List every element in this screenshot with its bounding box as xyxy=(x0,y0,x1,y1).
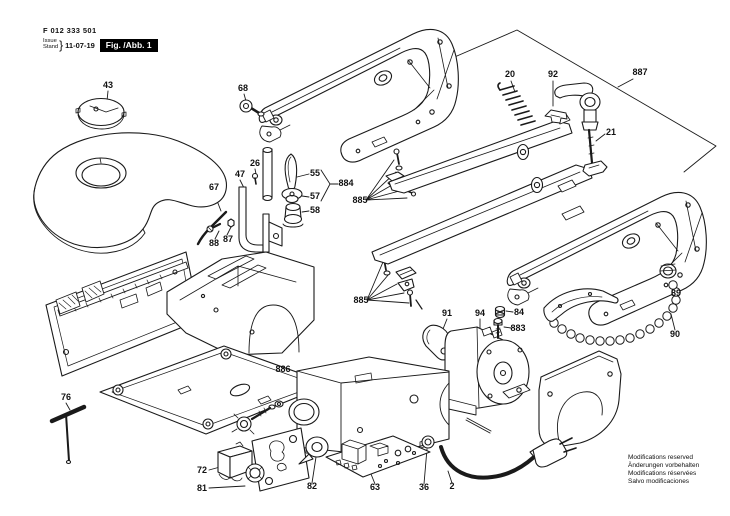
side-panel-illustration xyxy=(45,251,201,377)
title-block: F 012 333 501 Issue Stand } 11-07-19 Fig… xyxy=(43,26,158,52)
knob-bolt-886-illustration xyxy=(231,400,284,435)
assembly-887-leader xyxy=(442,29,717,173)
part-label-26: 26 xyxy=(250,158,260,168)
table-insert-illustration xyxy=(75,97,127,130)
part-label-63: 63 xyxy=(370,482,380,492)
issue-date: 11-07-19 xyxy=(65,40,95,50)
part-label-885: 885 xyxy=(352,195,367,205)
bracket-47-illustration xyxy=(238,186,283,253)
part-label-43: 43 xyxy=(103,80,113,90)
part-label-21: 21 xyxy=(606,127,616,137)
tension-lever-21-illustration xyxy=(554,82,608,177)
stand-label: Stand xyxy=(43,44,59,50)
upper-arm-housing-illustration xyxy=(258,28,459,163)
nut-84-illustration xyxy=(494,305,506,319)
leader-lines xyxy=(65,29,717,489)
brace-glyph: } xyxy=(59,38,64,52)
issue-row: Issue Stand } 11-07-19 Fig. /Abb. 1 xyxy=(43,38,158,52)
knob-81-illustration xyxy=(245,463,265,483)
worktable-illustration xyxy=(33,132,227,254)
part-label-884: 884 xyxy=(338,178,353,188)
figure-caption: Fig. /Abb. 1 xyxy=(99,38,158,52)
part-label-58: 58 xyxy=(310,205,320,215)
knob-68-illustration xyxy=(239,99,265,117)
upper-cover-illustration xyxy=(543,288,619,322)
part-label-55: 55 xyxy=(310,168,320,178)
note-line: Modifications réservées xyxy=(628,470,697,477)
part-label-94: 94 xyxy=(475,308,485,318)
power-cord-illustration xyxy=(439,437,577,480)
note-line: Modifications reserved xyxy=(628,454,694,461)
part-label-81: 81 xyxy=(197,483,207,493)
part-label-47: 47 xyxy=(235,169,245,179)
screw-26-illustration xyxy=(251,172,259,185)
part-label-887: 887 xyxy=(632,67,647,77)
hex-key-76-illustration xyxy=(49,404,87,465)
issue-label: Issue xyxy=(43,38,57,45)
part-label-67: 67 xyxy=(209,182,219,192)
guard-post-illustration xyxy=(262,146,273,202)
note-line: Änderungen vorbehalten xyxy=(628,462,700,469)
part-label-68: 68 xyxy=(238,83,248,93)
part-label-36: 36 xyxy=(419,482,429,492)
nozzle-89-illustration xyxy=(659,263,677,279)
switch-plate-illustration xyxy=(251,427,310,492)
callout-layer: 43 68 26 47 67 87 88 55 57 58 884 885 885 20 92 887 21 89… xyxy=(61,67,681,493)
document-number: F 012 333 501 xyxy=(43,26,97,35)
pulley-57-illustration xyxy=(281,187,303,204)
part-label-87: 87 xyxy=(223,234,233,244)
modifications-note: Modifications reserved Änderungen vorbeh… xyxy=(628,454,699,486)
knob-82-illustration xyxy=(298,436,329,465)
part-label-92: 92 xyxy=(548,69,558,79)
base-housing-illustration xyxy=(166,251,315,356)
part-label-82: 82 xyxy=(307,481,317,491)
part-label-883: 883 xyxy=(510,323,525,333)
hose-90-illustration xyxy=(549,280,681,346)
screw-88-illustration xyxy=(206,222,222,233)
part-label-20: 20 xyxy=(505,69,515,79)
spring-20-illustration xyxy=(497,82,536,126)
nut-87-illustration xyxy=(227,218,235,228)
part-label-72: 72 xyxy=(197,465,207,475)
screw-883-illustration xyxy=(493,317,503,339)
part-label-886: 886 xyxy=(275,364,290,374)
note-line: Salvo modificaciones xyxy=(628,478,690,485)
motor-94-illustration xyxy=(443,326,531,416)
part-label-885: 885 xyxy=(353,295,368,305)
blade-guard-illustration xyxy=(538,350,622,448)
blade-holder-55-illustration xyxy=(284,153,298,190)
part-label-90: 90 xyxy=(670,329,680,339)
pcb-63-illustration xyxy=(325,435,431,478)
part-label-89: 89 xyxy=(671,288,681,298)
part-label-88: 88 xyxy=(209,238,219,248)
part-label-57: 57 xyxy=(310,191,320,201)
bellows-58-illustration xyxy=(282,202,304,228)
grommet-36-illustration xyxy=(421,435,435,449)
part-label-2: 2 xyxy=(449,481,454,491)
part-label-76: 76 xyxy=(61,392,71,402)
guard-screw-illustration xyxy=(465,417,492,434)
issue-stand-label: Issue Stand xyxy=(43,38,59,51)
part-label-84: 84 xyxy=(514,307,524,317)
clip-92-illustration xyxy=(544,109,568,124)
part-label-91: 91 xyxy=(442,308,452,318)
